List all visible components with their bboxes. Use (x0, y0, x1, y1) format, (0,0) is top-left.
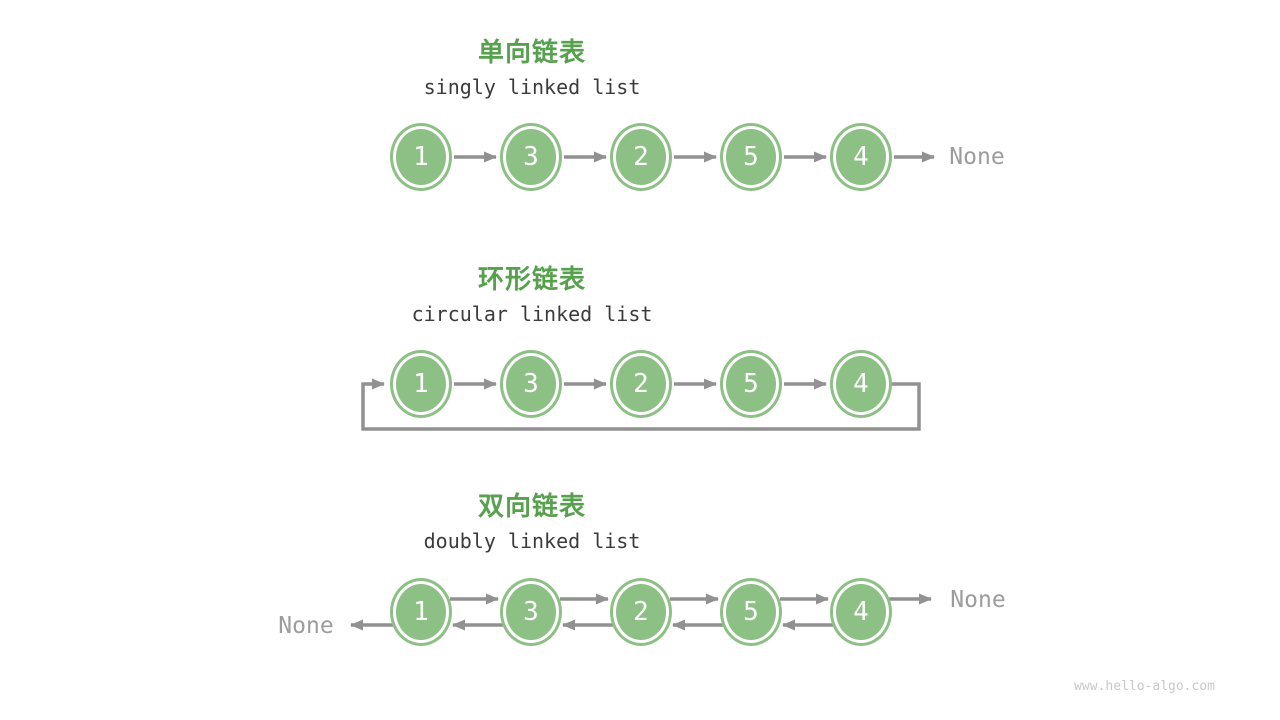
section-title-singly: 单向链表 (477, 38, 587, 68)
singly-tail-none-label: None (949, 144, 1005, 170)
circular-node-2: 3 (500, 350, 562, 418)
section-subtitle-circular: circular linked list (411, 302, 653, 326)
node-value: 1 (396, 129, 446, 185)
node-value: 2 (616, 584, 666, 640)
node-value: 3 (506, 584, 556, 640)
node-value: 5 (726, 584, 776, 640)
doubly-node-1: 1 (390, 578, 452, 646)
node-value: 4 (836, 584, 886, 640)
node-value: 4 (836, 129, 886, 185)
doubly-head-none-label: None (278, 613, 334, 639)
node-value: 3 (506, 356, 556, 412)
node-value: 2 (616, 356, 666, 412)
doubly-node-2: 3 (500, 578, 562, 646)
doubly-node-4: 5 (720, 578, 782, 646)
circular-node-5: 4 (830, 350, 892, 418)
node-value: 1 (396, 584, 446, 640)
circular-node-3: 2 (610, 350, 672, 418)
circular-node-1: 1 (390, 350, 452, 418)
doubly-node-3: 2 (610, 578, 672, 646)
section-subtitle-singly: singly linked list (423, 75, 641, 99)
node-value: 2 (616, 129, 666, 185)
node-value: 1 (396, 356, 446, 412)
node-value: 4 (836, 356, 886, 412)
doubly-tail-none-label: None (950, 587, 1006, 613)
node-value: 5 (726, 129, 776, 185)
watermark: www.hello-algo.com (1074, 679, 1215, 694)
singly-node-3: 2 (610, 123, 672, 191)
singly-node-2: 3 (500, 123, 562, 191)
section-subtitle-doubly: doubly linked list (423, 529, 641, 553)
node-value: 3 (506, 129, 556, 185)
doubly-node-5: 4 (830, 578, 892, 646)
node-value: 5 (726, 356, 776, 412)
singly-node-1: 1 (390, 123, 452, 191)
singly-node-4: 5 (720, 123, 782, 191)
section-title-doubly: 双向链表 (477, 492, 587, 522)
circular-node-4: 5 (720, 350, 782, 418)
singly-node-5: 4 (830, 123, 892, 191)
section-title-circular: 环形链表 (477, 265, 587, 295)
